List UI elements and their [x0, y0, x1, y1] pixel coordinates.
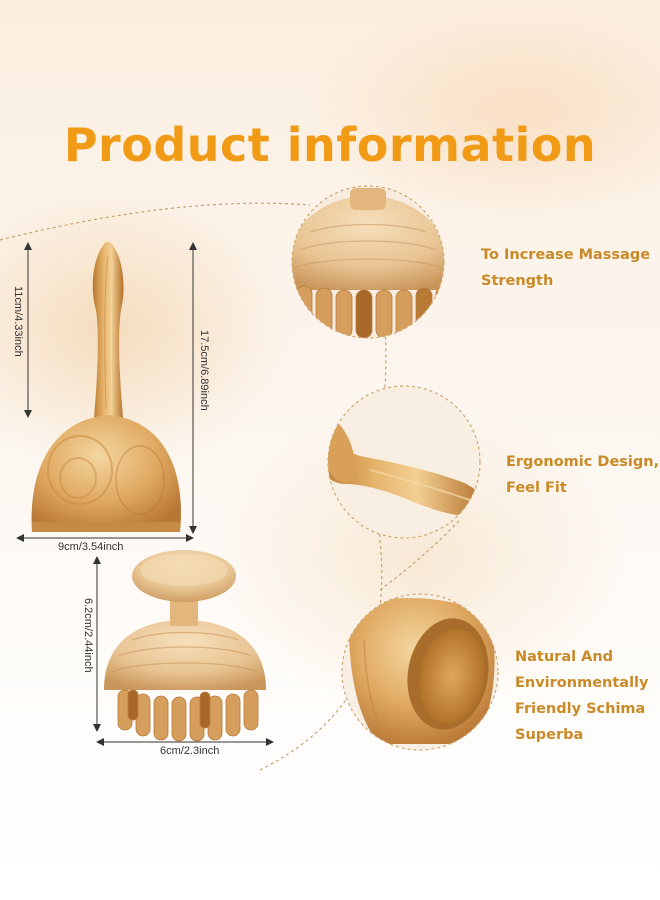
dimension-arrows — [16, 242, 197, 542]
feature-2-line: Feel Fit — [506, 480, 567, 496]
detail-circle-handle — [327, 385, 481, 539]
feature-2-text: Ergonomic Design, Feel Fit — [506, 449, 659, 501]
decorative-arc — [0, 202, 311, 241]
feature-2-line: Ergonomic Design, — [506, 454, 660, 470]
cup-massager-image — [31, 241, 181, 532]
detail-circle-teeth — [291, 185, 445, 339]
detail-circle-cup — [341, 593, 499, 751]
feature-3-text: Natural And Environmentally Friendly Sch… — [515, 644, 648, 748]
feature-3-line: Environmentally — [515, 675, 649, 691]
dimension-label-mushroom-width: 6cm/2.3inch — [160, 745, 220, 757]
dimension-label-handle-height: 11cm/4.33inch — [12, 286, 24, 357]
dimension-arrows — [93, 556, 274, 746]
feature-3-line: Superba — [515, 727, 584, 743]
mushroom-massager-image — [104, 550, 266, 742]
feature-1-line: Strength — [481, 273, 554, 289]
dimension-label-cup-width: 9cm/3.54inch — [58, 541, 124, 553]
feature-1-text: To Increase Massage Strength — [481, 242, 650, 294]
decorative-arc — [379, 519, 461, 591]
feature-1-line: To Increase Massage — [481, 247, 651, 263]
dimension-label-cup-height: 17.5cm/6.89inch — [198, 330, 210, 411]
dimension-label-mushroom-height: 6.2cm/2.44inch — [82, 598, 94, 673]
feature-3-line: Friendly Schima — [515, 701, 646, 717]
feature-3-line: Natural And — [515, 649, 614, 665]
page-title: Product information — [63, 118, 597, 172]
